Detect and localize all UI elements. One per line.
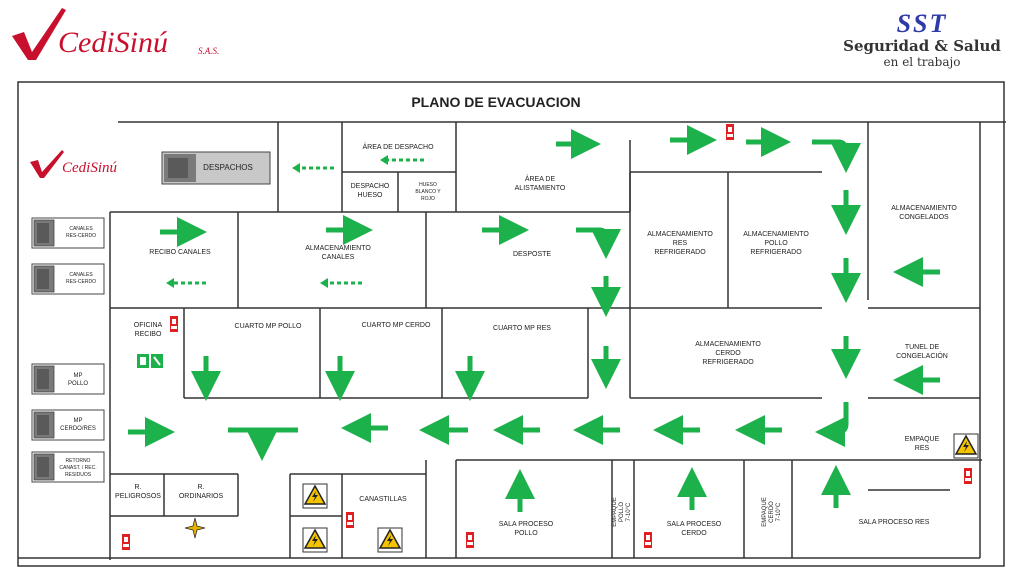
label-peligrosos: R. <box>135 484 142 491</box>
label-despacho-hueso: DESPACHO <box>351 183 390 190</box>
label-alm-cerdo-3: REFRIGERADO <box>702 359 754 366</box>
label-empaque-pollo: EMPAQUE <box>612 497 618 527</box>
label-retorno: RETORNO <box>66 458 91 464</box>
truck-icon <box>31 409 105 441</box>
fire-extinguisher-icon <box>122 534 130 550</box>
label-alistamiento-2: ALISTAMIENTO <box>515 185 566 192</box>
label-area-despacho: ÁREA DE DESPACHO <box>362 142 434 151</box>
label-oficina-2: RECIBO <box>135 331 162 338</box>
label-canastillas: CANASTILLAS <box>359 496 407 503</box>
high-voltage-warning-icon <box>302 483 328 509</box>
label-empaque-cerdo-2: CERDO <box>769 501 775 523</box>
label-alm-cerdo: ALMACENAMIENTO <box>695 341 761 348</box>
label-alm-congelados-2: CONGELADOS <box>899 214 949 221</box>
label-peligrosos-2: PELIGROSOS <box>115 493 161 500</box>
high-voltage-warning-icon <box>953 433 979 459</box>
label-hueso-blanco-2: BLANCO Y <box>415 189 441 195</box>
label-retorno-3: RESIDUOS <box>65 472 92 478</box>
sst-subtitle: Seguridad & Salud <box>843 37 1001 55</box>
junction-arrow <box>228 427 298 461</box>
emergency-exit-icon <box>137 354 163 368</box>
label-alm-pollo-2: POLLO <box>764 240 788 247</box>
label-tunel: TUNEL DE <box>905 344 940 351</box>
label-canales-2: CANALES <box>69 272 93 278</box>
dotted-arrows <box>172 158 424 285</box>
label-tunel-2: CONGELACIÓN <box>896 351 948 360</box>
label-canales-1b: RES-CERDO <box>66 233 96 239</box>
meeting-point-icon <box>184 517 206 539</box>
label-empaque-cerdo-3: 7-10°C <box>776 502 782 521</box>
label-canales-2b: RES-CERDO <box>66 279 96 285</box>
label-cuarto-res: CUARTO MP RES <box>493 325 551 332</box>
arrow <box>815 402 849 447</box>
label-mp-cerdo: MP <box>74 418 83 424</box>
logo-check-mark <box>12 8 66 60</box>
label-empaque-pollo-2: POLLO <box>619 502 625 522</box>
sst-title: SST <box>896 9 948 38</box>
label-mp-pollo: MP <box>74 373 83 379</box>
label-alm-pollo-3: REFRIGERADO <box>750 249 802 256</box>
label-cuarto-pollo: CUARTO MP POLLO <box>235 323 302 330</box>
label-sala-pollo: SALA PROCESO <box>499 521 554 528</box>
label-alm-res-2: RES <box>673 240 688 247</box>
arrow <box>576 227 621 259</box>
label-empaque-pollo-3: 7-10°C <box>626 502 632 521</box>
plan-title: PLANO DE EVACUACION <box>411 94 580 110</box>
label-empaque-cerdo: EMPAQUE <box>762 497 768 527</box>
walls <box>18 121 1006 560</box>
label-alm-res-3: REFRIGERADO <box>654 249 706 256</box>
label-cuarto-cerdo: CUARTO MP CERDO <box>362 322 431 329</box>
label-alm-res: ALMACENAMIENTO <box>647 231 713 238</box>
label-sala-res: SALA PROCESO RES <box>859 519 930 526</box>
label-despachos: DESPACHOS <box>203 163 253 172</box>
label-despacho-hueso-2: HUESO <box>358 192 383 199</box>
label-ordinarios-2: ORDINARIOS <box>179 493 224 500</box>
arrow <box>812 139 861 173</box>
fire-extinguisher-icon <box>726 124 734 140</box>
logo-text: CediSinú <box>58 26 168 59</box>
truck-icon <box>31 363 105 395</box>
label-mp-cerdo-2: CERDO/RES <box>60 426 96 432</box>
inner-cedisinu-logo: CediSinú <box>30 150 117 178</box>
logo-suffix: S.A.S. <box>198 46 219 56</box>
label-sala-cerdo-2: CERDO <box>681 530 707 537</box>
inner-logo-text: CediSinú <box>62 160 117 176</box>
label-alm-canales-2: CANALES <box>322 254 355 261</box>
label-hueso-blanco-3: ROJO <box>421 196 435 202</box>
label-canales-1: CANALES <box>69 226 93 232</box>
fire-extinguisher-icon <box>644 532 652 548</box>
sst-logo: SST Seguridad & Salud en el trabajo <box>826 10 1018 74</box>
sst-subtitle-2: en el trabajo <box>883 55 961 69</box>
cedisinu-logo: CediSinú S.A.S. <box>6 2 246 64</box>
label-alm-cerdo-2: CERDO <box>715 350 741 357</box>
label-alistamiento: ÁREA DE <box>525 174 556 183</box>
fire-extinguisher-icon <box>466 532 474 548</box>
label-mp-pollo-2: POLLO <box>68 381 88 387</box>
label-sala-cerdo: SALA PROCESO <box>667 521 722 528</box>
label-retorno-2: CANAST. / REC. <box>59 465 96 471</box>
fire-extinguisher-icon <box>170 316 178 332</box>
label-alm-pollo: ALMACENAMIENTO <box>743 231 809 238</box>
evacuation-arrows <box>128 125 940 512</box>
label-hueso-blanco: HUESO <box>419 182 437 188</box>
label-alm-canales: ALMACENAMIENTO <box>305 245 371 252</box>
label-alm-congelados: ALMACENAMIENTO <box>891 205 957 212</box>
plan-frame <box>17 81 1005 567</box>
label-empaque-res-2: RES <box>915 445 930 452</box>
label-ordinarios: R. <box>198 484 205 491</box>
label-oficina: OFICINA <box>134 322 163 329</box>
high-voltage-warning-icon <box>302 527 328 553</box>
fire-extinguisher-icon <box>346 512 354 528</box>
label-empaque-res: EMPAQUE <box>905 436 940 443</box>
label-sala-pollo-2: POLLO <box>514 530 538 537</box>
fire-extinguisher-icon <box>964 468 972 484</box>
truck-icon <box>161 151 271 185</box>
label-desposte: DESPOSTE <box>513 251 551 258</box>
high-voltage-warning-icon <box>377 527 403 553</box>
label-recibo-canales: RECIBO CANALES <box>149 249 211 256</box>
